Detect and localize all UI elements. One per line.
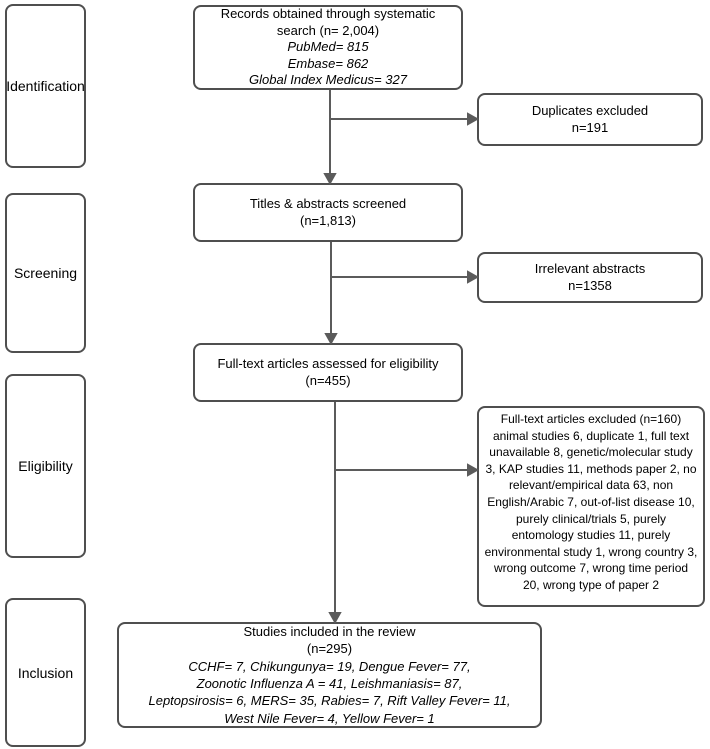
duplicates-excluded-box: Duplicates excluded n=191 (477, 93, 703, 146)
stage-label-eligibility: Eligibility (18, 458, 73, 474)
arrowhead-down-fulltext (324, 333, 338, 346)
included-count: (n=295) (306, 641, 353, 657)
screened-label: Titles & abstracts screened (249, 196, 407, 211)
records-heading: Records obtained through systematic sear… (220, 6, 436, 38)
arrowhead-right-irrelevant (467, 270, 480, 284)
fulltext-excluded-box: Full-text articles excluded (n=160) anim… (477, 406, 705, 607)
excluded-body: animal studies 6, duplicate 1, full text… (484, 428, 698, 592)
included-label: Studies included in the review (243, 624, 416, 640)
stage-label-screening: Screening (13, 265, 78, 281)
screened-count: (n=1,813) (299, 212, 356, 228)
stage-box-screening: Screening (5, 193, 86, 353)
stage-box-inclusion: Inclusion (5, 598, 86, 747)
stage-label-inclusion: Inclusion (17, 664, 74, 681)
duplicates-label: Duplicates excluded (531, 103, 649, 118)
arrowhead-down-included (328, 612, 342, 625)
included-box: Studies included in the review (n=295) C… (117, 622, 542, 728)
fulltext-label: Full-text articles assessed for eligibil… (217, 356, 439, 371)
irrelevant-label: Irrelevant abstracts (534, 261, 646, 276)
excluded-heading: Full-text articles excluded (n=160) (500, 412, 682, 426)
stage-box-eligibility: Eligibility (5, 374, 86, 558)
stage-label-identification: Identification (6, 78, 85, 94)
fulltext-assessed-box: Full-text articles assessed for eligibil… (193, 343, 463, 402)
included-details: CCHF= 7, Chikungunya= 19, Dengue Fever= … (148, 658, 511, 726)
stage-box-identification: Identification (5, 4, 86, 168)
arrowhead-down-screened (323, 173, 337, 186)
arrowhead-right-excluded (467, 463, 480, 477)
records-box: Records obtained through systematic sear… (193, 5, 463, 90)
irrelevant-abstracts-box: Irrelevant abstracts n=1358 (477, 252, 703, 303)
screened-box: Titles & abstracts screened (n=1,813) (193, 183, 463, 242)
arrowhead-right-duplicates (467, 112, 480, 126)
duplicates-count: n=191 (571, 119, 609, 135)
records-sources: PubMed= 815 Embase= 862 Global Index Med… (249, 39, 407, 88)
fulltext-count: (n=455) (305, 372, 351, 388)
irrelevant-count: n=1358 (568, 277, 612, 293)
